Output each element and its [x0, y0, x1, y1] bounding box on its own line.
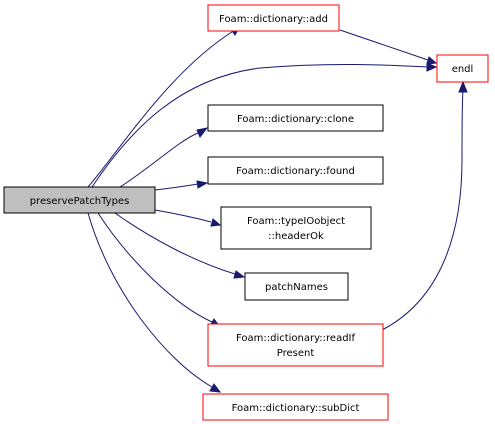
- node-clone-box: [207, 104, 384, 132]
- edge-root-endl-arrowhead: [426, 62, 438, 72]
- node-add-label: Foam::dictionary::add: [219, 14, 328, 25]
- node-subDict[interactable]: Foam::dictionary::subDict: [202, 393, 389, 421]
- edge-root-readIfPresent: [97, 212, 213, 323]
- edge-root-headerOk-arrowhead: [210, 218, 222, 227]
- edges-layer: [87, 25, 468, 393]
- node-found-box: [207, 156, 384, 185]
- node-headerOk-label-line1: Foam::typeIOobject: [247, 216, 345, 227]
- node-patchNames-box: [244, 272, 349, 301]
- node-headerOk-box: [220, 206, 372, 250]
- node-root-label: preservePatchTypes: [30, 196, 130, 207]
- node-endl-box: [436, 54, 489, 83]
- edge-root-subDict-arrowhead: [209, 383, 222, 393]
- edge-root-found: [154, 183, 199, 191]
- node-subDict-label: Foam::dictionary::subDict: [232, 403, 360, 414]
- node-subDict-box: [202, 393, 389, 421]
- node-headerOk[interactable]: Foam::typeIOobject ::headerOk: [220, 206, 372, 250]
- node-patchNames[interactable]: patchNames: [244, 272, 349, 301]
- edge-root-headerOk: [154, 209, 212, 223]
- edge-root-found-arrowhead: [196, 180, 209, 189]
- node-clone-label: Foam::dictionary::clone: [237, 114, 354, 125]
- node-headerOk-label-line2: ::headerOk: [268, 231, 324, 242]
- edge-root-endl: [91, 63, 429, 188]
- node-root[interactable]: preservePatchTypes: [3, 186, 156, 214]
- edge-root-patchNames: [114, 212, 236, 275]
- nodes-layer: preservePatchTypes Foam::dictionary::add…: [3, 4, 489, 421]
- edge-add-endl-arrowhead: [426, 56, 438, 65]
- node-readIfPresent-box: [207, 323, 384, 367]
- node-readIfPresent-label-line2: Present: [277, 348, 315, 359]
- node-endl-label: endl: [452, 64, 474, 75]
- edge-root-subDict: [87, 212, 213, 388]
- edge-readIfPresent-endl-arrowhead: [458, 80, 468, 93]
- edge-readIfPresent-endl: [381, 90, 464, 331]
- edge-root-clone-arrowhead: [196, 127, 209, 138]
- node-found[interactable]: Foam::dictionary::found: [207, 156, 384, 185]
- node-endl[interactable]: endl: [436, 54, 489, 83]
- node-readIfPresent[interactable]: Foam::dictionary::readIf Present: [207, 323, 384, 367]
- edge-root-add: [87, 29, 236, 188]
- node-patchNames-label: patchNames: [265, 282, 328, 293]
- edge-root-clone: [119, 132, 199, 188]
- node-clone[interactable]: Foam::dictionary::clone: [207, 104, 384, 132]
- node-add[interactable]: Foam::dictionary::add: [207, 4, 340, 32]
- node-found-label: Foam::dictionary::found: [236, 166, 355, 177]
- node-add-box: [207, 4, 340, 32]
- node-root-box: [3, 186, 156, 214]
- edge-root-patchNames-arrowhead: [233, 270, 246, 279]
- edge-add-endl: [339, 29, 429, 61]
- node-readIfPresent-label-line1: Foam::dictionary::readIf: [236, 333, 356, 344]
